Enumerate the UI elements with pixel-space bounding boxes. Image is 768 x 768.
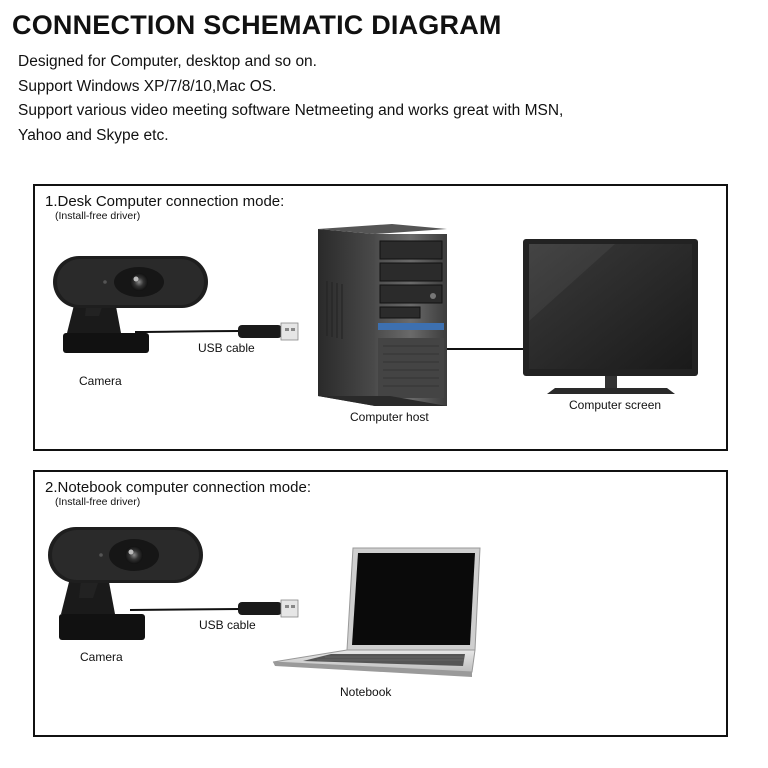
monitor-icon	[523, 239, 698, 394]
usb-cable-label: USB cable	[199, 618, 256, 632]
description-line: Designed for Computer, desktop and so on…	[18, 53, 317, 70]
usb-plug-icon	[238, 599, 299, 618]
usb-cable-label: USB cable	[198, 341, 255, 355]
usb-cable-line	[129, 608, 241, 611]
description-line: Support various video meeting software N…	[18, 102, 564, 119]
panel-note: (Install-free driver)	[55, 210, 141, 222]
computer-tower-icon	[318, 224, 447, 406]
webcam-icon	[48, 527, 203, 640]
usb-plug-icon	[238, 322, 299, 341]
notebook-connection-panel: 2.Notebook computer connection mode: (In…	[33, 470, 728, 737]
description-list: Designed for Computer, desktop and so on…	[18, 50, 563, 148]
camera-label: Camera	[79, 374, 122, 388]
panel-heading: 2.Notebook computer connection mode:	[45, 479, 311, 496]
desktop-diagram-art	[53, 224, 698, 406]
description-line: Support Windows XP/7/8/10,Mac OS.	[18, 77, 277, 95]
panel-heading: 1.Desk Computer connection mode:	[45, 193, 285, 210]
computer-screen-label: Computer screen	[569, 398, 662, 412]
notebook-diagram-art	[48, 527, 481, 677]
panel-note: (Install-free driver)	[55, 496, 141, 508]
desktop-connection-panel: 1.Desk Computer connection mode: (Instal…	[33, 184, 728, 451]
computer-host-label: Computer host	[350, 410, 429, 424]
laptop-icon	[272, 547, 481, 677]
notebook-label: Notebook	[340, 685, 392, 699]
page-title: CONNECTION SCHEMATIC DIAGRAM	[12, 10, 502, 40]
description-line: Yahoo and Skype etc.	[18, 126, 169, 144]
webcam-icon	[53, 256, 208, 353]
usb-cable-line	[134, 330, 241, 333]
camera-label: Camera	[80, 650, 123, 664]
